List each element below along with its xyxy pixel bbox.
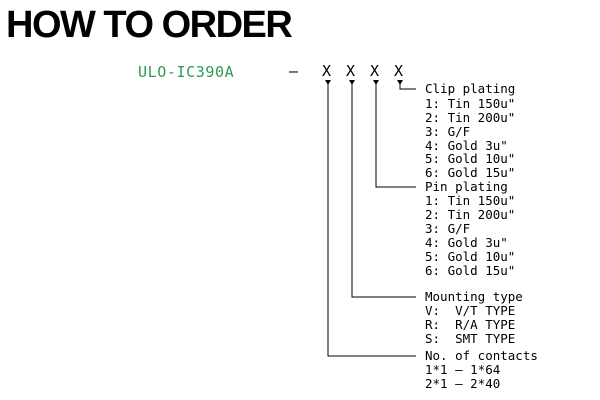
leader-arrow <box>373 80 379 85</box>
leader-line-clip-plating <box>397 80 416 90</box>
option-group-mounting-type: Mounting type V: V/T TYPE R: R/A TYPE S:… <box>425 289 523 346</box>
code-position-1: X <box>322 62 331 80</box>
option-item: 6: Gold 15u" <box>425 263 515 278</box>
option-item: 3: G/F <box>425 124 470 139</box>
leader-arrow <box>349 80 355 85</box>
group-heading: No. of contacts <box>425 348 538 363</box>
group-heading: Clip plating <box>425 81 515 96</box>
option-item: S: SMT TYPE <box>425 331 515 346</box>
group-heading: Pin plating <box>425 179 508 194</box>
leader-line-pin-plating <box>373 80 416 188</box>
code-position-3: X <box>370 62 379 80</box>
option-item: 6: Gold 15u" <box>425 165 515 180</box>
leader-arrow <box>397 80 403 85</box>
part-number-prefix: ULO-IC390A <box>138 63 234 81</box>
leader-line-no-of-contacts <box>325 80 416 357</box>
option-group-pin-plating: Pin plating 1: Tin 150u" 2: Tin 200u" 3:… <box>425 179 515 278</box>
option-item: V: V/T TYPE <box>425 303 515 318</box>
option-item: 2*1 – 2*40 <box>425 376 500 391</box>
option-item: 1: Tin 150u" <box>425 96 515 111</box>
option-item: 1: Tin 150u" <box>425 193 515 208</box>
option-item: 4: Gold 3u" <box>425 235 508 250</box>
option-item: 4: Gold 3u" <box>425 138 508 153</box>
leader-arrow <box>325 80 331 85</box>
option-item: R: R/A TYPE <box>425 317 515 332</box>
page-title: HOW TO ORDER <box>6 4 292 46</box>
option-item: 1*1 – 1*64 <box>425 362 500 377</box>
option-item: 2: Tin 200u" <box>425 110 515 125</box>
option-group-clip-plating: Clip plating 1: Tin 150u" 2: Tin 200u" 3… <box>425 81 515 180</box>
option-group-no-of-contacts: No. of contacts 1*1 – 1*64 2*1 – 2*40 <box>425 348 538 391</box>
option-item: 5: Gold 10u" <box>425 151 515 166</box>
group-heading: Mounting type <box>425 289 523 304</box>
code-position-4: X <box>394 62 403 80</box>
code-position-2: X <box>346 62 355 80</box>
option-item: 5: Gold 10u" <box>425 249 515 264</box>
option-item: 2: Tin 200u" <box>425 207 515 222</box>
part-number-dash: – <box>289 62 299 80</box>
leader-line-mounting-type <box>349 80 416 298</box>
option-item: 3: G/F <box>425 221 470 236</box>
